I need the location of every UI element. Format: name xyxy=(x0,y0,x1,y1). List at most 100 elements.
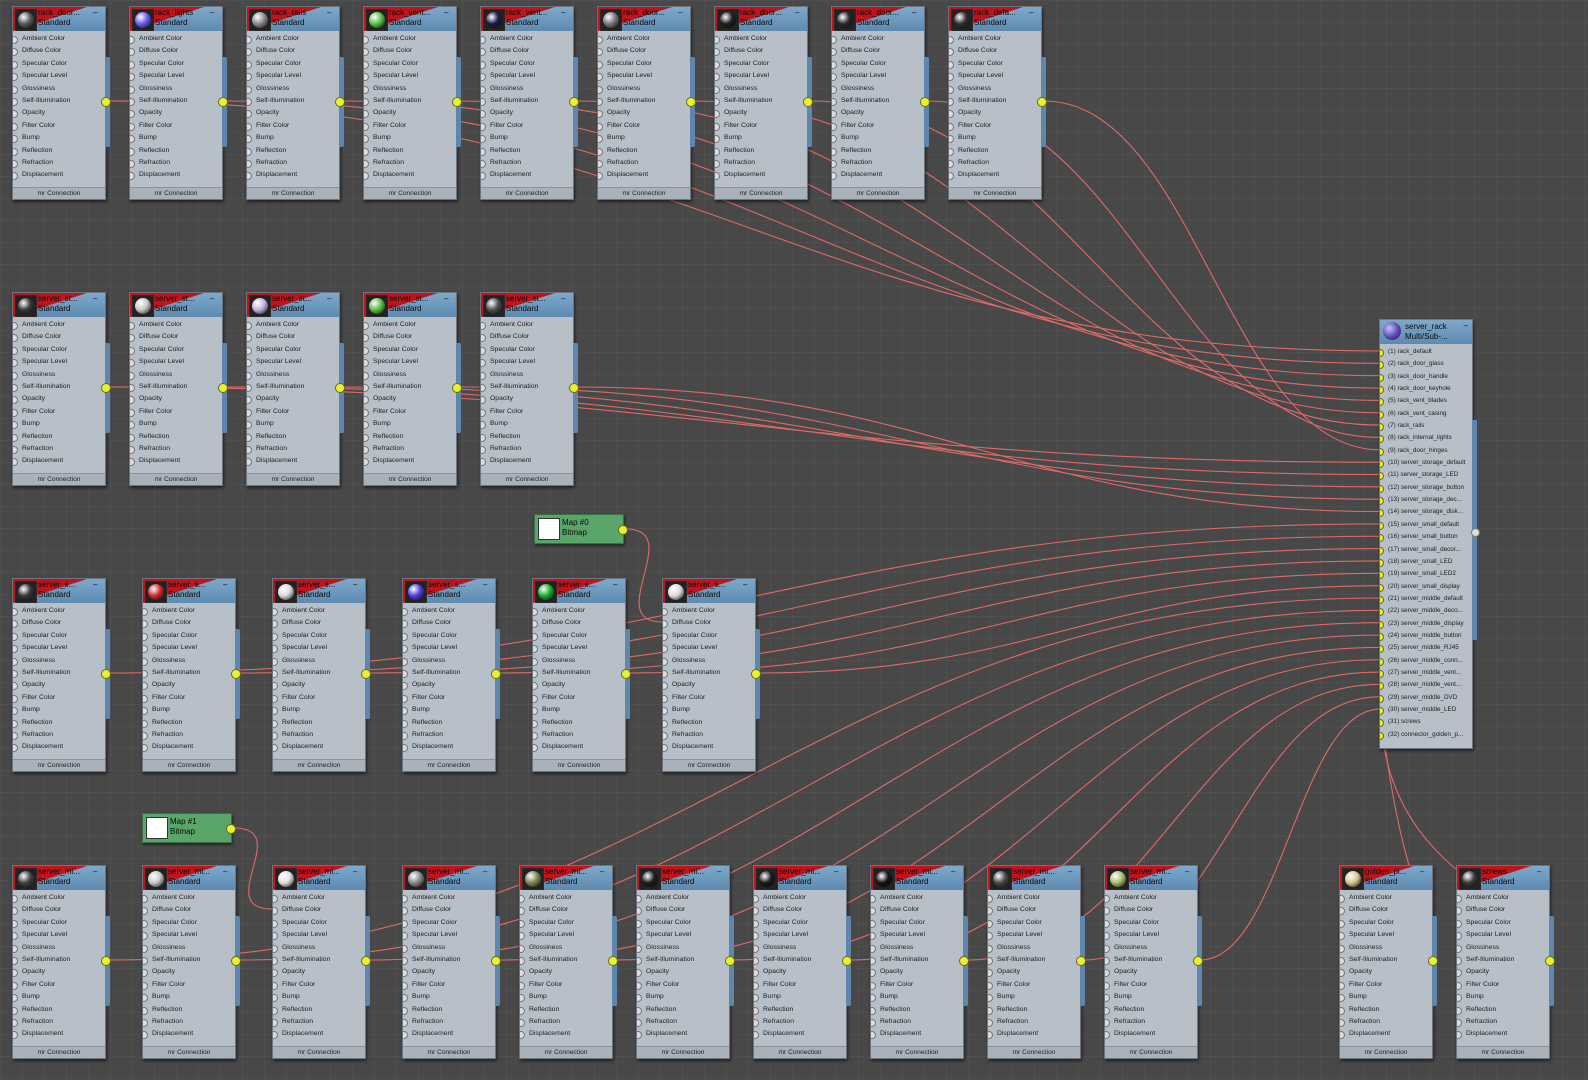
input-slot[interactable]: Bump xyxy=(533,704,625,716)
input-slot[interactable]: Opacity xyxy=(247,107,339,119)
input-slot[interactable]: Diffuse Color xyxy=(871,904,963,916)
node-header[interactable]: rack_door...Standard– xyxy=(832,7,924,31)
bitmap-wire[interactable] xyxy=(625,528,663,623)
input-slot[interactable]: Filter Color xyxy=(520,979,612,991)
input-slot[interactable]: Self-Illumination xyxy=(273,954,365,966)
input-slot[interactable]: Displacement xyxy=(247,455,339,467)
input-slot[interactable]: Ambient Color xyxy=(1457,892,1549,904)
input-slot[interactable]: Refraction xyxy=(247,443,339,455)
input-slot[interactable]: Reflection xyxy=(1457,1004,1549,1016)
connection-wire[interactable] xyxy=(458,386,1381,500)
input-slot[interactable]: Filter Color xyxy=(273,692,365,704)
input-slot[interactable]: Specular Color xyxy=(715,58,807,70)
input-slot[interactable]: Reflection xyxy=(273,1004,365,1016)
input-slot[interactable]: Filter Color xyxy=(247,406,339,418)
input-slot[interactable]: Ambient Color xyxy=(130,319,222,331)
input-slot[interactable]: Displacement xyxy=(143,741,235,753)
mr-connection-rollout[interactable]: mr Connection xyxy=(988,1046,1080,1058)
input-slot[interactable]: Self-Illumination xyxy=(13,381,105,393)
input-slot[interactable]: Filter Color xyxy=(598,120,690,132)
input-slot[interactable]: Glossiness xyxy=(364,369,456,381)
input-slot[interactable]: Refraction xyxy=(1340,1016,1432,1028)
mr-connection-rollout[interactable]: mr Connection xyxy=(949,187,1041,199)
node-header[interactable]: rack_vent...Standard– xyxy=(364,7,456,31)
input-slot[interactable]: Specular Level xyxy=(481,356,573,368)
input-slot[interactable]: Specular Level xyxy=(403,642,495,654)
node-header[interactable]: server_mi...Standard– xyxy=(871,866,963,890)
input-slot[interactable]: Glossiness xyxy=(481,83,573,95)
input-slot[interactable]: Ambient Color xyxy=(247,33,339,45)
input-slot[interactable]: Reflection xyxy=(247,145,339,157)
input-slot[interactable]: Specular Color xyxy=(13,58,105,70)
input-slot[interactable]: Bump xyxy=(247,132,339,144)
node-header[interactable]: server_mi...Standard– xyxy=(143,866,235,890)
input-slot[interactable]: Ambient Color xyxy=(13,605,105,617)
input-slot[interactable]: Filter Color xyxy=(871,979,963,991)
input-slot[interactable]: Displacement xyxy=(988,1028,1080,1040)
input-slot[interactable]: Bump xyxy=(715,132,807,144)
output-socket[interactable] xyxy=(361,669,371,679)
input-slot[interactable]: Opacity xyxy=(949,107,1041,119)
input-slot[interactable]: Bump xyxy=(949,132,1041,144)
bitmap-output-socket[interactable] xyxy=(226,824,236,834)
mr-connection-rollout[interactable]: mr Connection xyxy=(13,473,105,485)
input-slot[interactable]: Reflection xyxy=(481,145,573,157)
input-slot[interactable]: Ambient Color xyxy=(247,319,339,331)
input-slot[interactable]: Self-Illumination xyxy=(481,381,573,393)
input-slot[interactable]: Bump xyxy=(871,991,963,1003)
input-slot[interactable]: Opacity xyxy=(273,679,365,691)
input-slot[interactable]: Displacement xyxy=(533,741,625,753)
input-slot[interactable]: Displacement xyxy=(1457,1028,1549,1040)
input-slot[interactable]: Specular Color xyxy=(247,344,339,356)
input-slot[interactable]: Specular Color xyxy=(871,917,963,929)
input-slot[interactable]: Opacity xyxy=(520,966,612,978)
collapse-button[interactable]: – xyxy=(561,8,566,17)
input-slot[interactable]: Reflection xyxy=(533,717,625,729)
input-slot[interactable]: Glossiness xyxy=(1105,942,1197,954)
input-slot[interactable]: Diffuse Color xyxy=(598,45,690,57)
input-slot[interactable]: Refraction xyxy=(403,1016,495,1028)
sub-material-slot[interactable]: (11) server_storage_LED xyxy=(1380,469,1472,481)
input-slot[interactable]: Opacity xyxy=(403,966,495,978)
input-slot[interactable]: Specular Level xyxy=(1105,929,1197,941)
input-slot[interactable]: Specular Level xyxy=(754,929,846,941)
input-slot[interactable]: Opacity xyxy=(13,393,105,405)
input-slot[interactable]: Reflection xyxy=(13,431,105,443)
input-slot[interactable]: Diffuse Color xyxy=(949,45,1041,57)
input-slot[interactable]: Specular Color xyxy=(143,917,235,929)
input-slot[interactable]: Self-Illumination xyxy=(637,954,729,966)
input-slot[interactable]: Specular Level xyxy=(1340,929,1432,941)
input-slot[interactable]: Bump xyxy=(13,132,105,144)
input-slot[interactable]: Self-Illumination xyxy=(403,954,495,966)
sub-material-slot[interactable]: (16) server_small_button xyxy=(1380,531,1472,543)
collapse-button[interactable]: – xyxy=(717,867,722,876)
input-slot[interactable]: Glossiness xyxy=(13,942,105,954)
collapse-button[interactable]: – xyxy=(1463,321,1468,330)
input-slot[interactable]: Refraction xyxy=(715,157,807,169)
input-slot[interactable]: Self-Illumination xyxy=(949,95,1041,107)
input-slot[interactable]: Bump xyxy=(988,991,1080,1003)
output-socket[interactable] xyxy=(959,956,969,966)
sub-material-slot[interactable]: (31) screws xyxy=(1380,716,1472,728)
input-slot[interactable]: Filter Color xyxy=(1457,979,1549,991)
input-slot[interactable]: Specular Color xyxy=(1457,917,1549,929)
input-slot[interactable]: Self-Illumination xyxy=(130,381,222,393)
input-slot[interactable]: Self-Illumination xyxy=(832,95,924,107)
input-slot[interactable]: Refraction xyxy=(364,443,456,455)
collapse-button[interactable]: – xyxy=(483,867,488,876)
output-socket[interactable] xyxy=(218,383,228,393)
output-socket[interactable] xyxy=(101,383,111,393)
input-slot[interactable]: Specular Color xyxy=(663,630,755,642)
input-slot[interactable]: Bump xyxy=(637,991,729,1003)
input-slot[interactable]: Specular Color xyxy=(598,58,690,70)
collapse-button[interactable]: – xyxy=(1068,867,1073,876)
input-slot[interactable]: Displacement xyxy=(13,169,105,181)
input-slot[interactable]: Bump xyxy=(520,991,612,1003)
output-socket[interactable] xyxy=(361,956,371,966)
input-slot[interactable]: Self-Illumination xyxy=(871,954,963,966)
